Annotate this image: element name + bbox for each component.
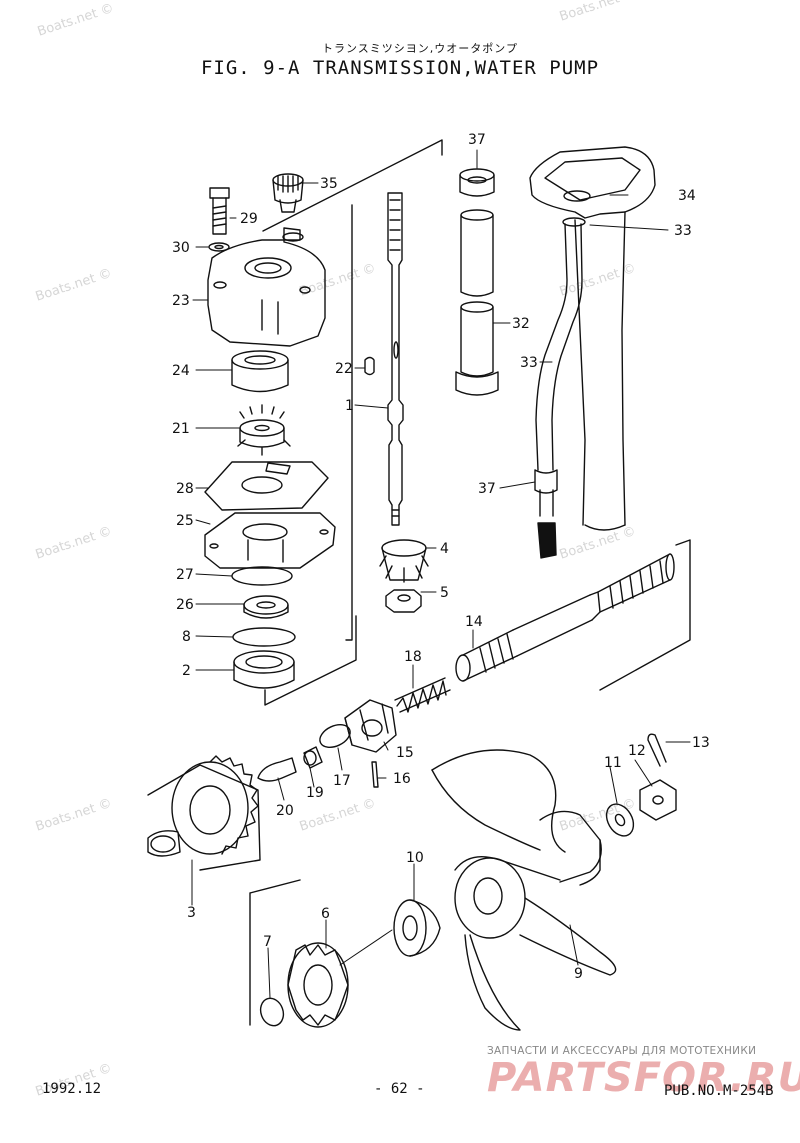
callout-29: 29 (240, 211, 258, 227)
plunger-part-20 (257, 757, 297, 782)
callout-17: 17 (333, 773, 351, 789)
callout-13: 13 (692, 735, 710, 751)
callout-37-lower: 37 (478, 481, 496, 497)
bolt-part-29 (209, 187, 230, 235)
outer-plate-25 (204, 512, 336, 569)
gasket-part-28 (204, 461, 329, 511)
follower-part-19 (303, 746, 323, 769)
callout-23: 23 (172, 293, 190, 309)
callout-30: 30 (172, 240, 190, 256)
group-bracket-middle (599, 539, 691, 691)
pinion-gear-part-4 (379, 539, 429, 583)
bearing-part-2 (233, 650, 295, 689)
ring-part-7 (259, 997, 285, 1027)
washer-part-30 (208, 242, 230, 252)
callout-33-upper: 33 (674, 223, 692, 239)
callout-4: 4 (440, 541, 449, 557)
pump-housing-23 (207, 227, 326, 347)
clutch-dog-part-15 (344, 699, 397, 753)
group-bracket-lower (249, 879, 301, 1026)
spacer-part-10 (393, 899, 441, 957)
propeller-part-9 (431, 749, 617, 1031)
callout-19: 19 (306, 785, 324, 801)
callout-3: 3 (187, 905, 196, 921)
callout-7: 7 (263, 934, 272, 950)
callout-11: 11 (604, 755, 622, 771)
callout-20: 20 (276, 803, 294, 819)
banner-logo: PARTSFOR.RU (487, 1055, 800, 1101)
group-bracket-upper (262, 139, 443, 232)
cartridge-part-24 (231, 350, 289, 393)
lower-casing-34 (529, 146, 656, 531)
key-part-22 (364, 356, 375, 376)
callout-5: 5 (440, 585, 449, 601)
callout-27: 27 (176, 567, 194, 583)
drive-shaft-part-1 (387, 192, 404, 526)
partsfor-banner: ЗАПЧАСТИ И АКСЕССУАРЫ ДЛЯ МОТОТЕХНИКИ PA… (487, 1045, 800, 1101)
impeller-part-21 (237, 404, 291, 456)
callout-18: 18 (404, 649, 422, 665)
callout-1: 1 (345, 398, 354, 414)
callout-26: 26 (176, 597, 194, 613)
callout-22: 22 (335, 361, 353, 377)
footer-date: 1992.12 (42, 1081, 102, 1097)
seal-part-37-lower (534, 469, 558, 559)
callout-15: 15 (396, 745, 414, 761)
callout-10: 10 (406, 850, 424, 866)
group-bracket-upper-right (264, 204, 357, 706)
callout-33-lower: 33 (520, 355, 538, 371)
nut-part-12 (639, 779, 677, 821)
callout-32: 32 (512, 316, 530, 332)
seal-part-37-upper (459, 168, 495, 197)
washer-part-11 (605, 803, 635, 837)
diagram-title: FIG. 9-A TRANSMISSION,WATER PUMP (200, 57, 600, 79)
cap-part-35 (272, 173, 304, 213)
banner-tagline: ЗАПЧАСТИ И АКСЕССУАРЫ ДЛЯ МОТОТЕХНИКИ (487, 1045, 757, 1057)
callout-labels: 37 35 34 33 29 30 23 32 24 22 33 1 21 28… (172, 132, 710, 982)
reverse-gear-part-3 (147, 755, 259, 857)
propeller-shaft-part-14 (455, 553, 675, 682)
callout-14: 14 (465, 614, 483, 630)
callout-35: 35 (320, 176, 338, 192)
callout-12: 12 (628, 743, 646, 759)
nut-part-5 (385, 589, 422, 613)
group-bracket-gear3 (147, 764, 261, 871)
cotter-pin-part-13 (647, 733, 667, 767)
callout-16: 16 (393, 771, 411, 787)
callout-9: 9 (574, 966, 583, 982)
leader-lines (191, 149, 691, 999)
callout-24: 24 (172, 363, 190, 379)
callout-25: 25 (176, 513, 194, 529)
footer-publication-number: PUB.NO.M-254B (664, 1083, 774, 1099)
o-ring-part-27 (231, 566, 293, 586)
callout-34: 34 (678, 188, 696, 204)
callout-28: 28 (176, 481, 194, 497)
callout-2: 2 (182, 663, 191, 679)
tube-part-32 (455, 209, 499, 396)
ring-part-8 (232, 627, 296, 647)
spring-part-18 (394, 677, 451, 713)
callout-21: 21 (172, 421, 190, 437)
footer-page-number: - 62 - (374, 1081, 425, 1097)
diagram-subtitle-japanese: トランスミツシヨン,ウオータポンプ (322, 42, 518, 55)
callout-6: 6 (321, 906, 330, 922)
callout-37-upper: 37 (468, 132, 486, 148)
water-pipe-33 (535, 217, 586, 471)
bearing-part-26 (243, 595, 289, 619)
callout-8: 8 (182, 629, 191, 645)
pin-part-16 (371, 761, 379, 788)
forward-gear-part-6 (287, 942, 349, 1028)
ring-part-17 (319, 723, 351, 749)
